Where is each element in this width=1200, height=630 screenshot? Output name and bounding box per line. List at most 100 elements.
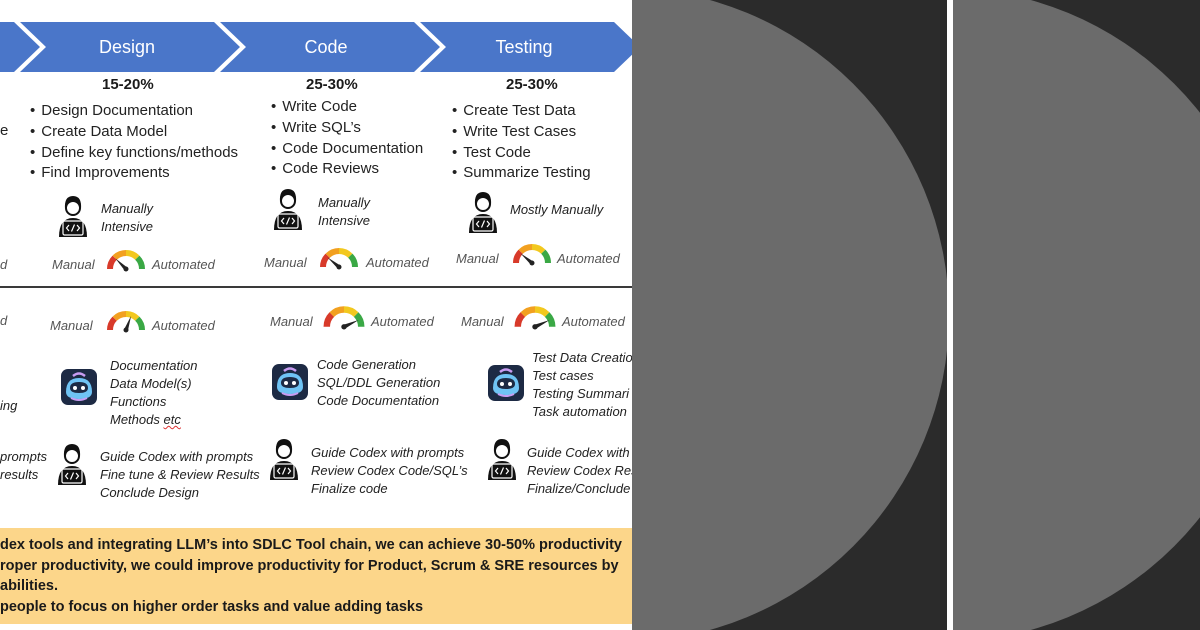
gauge-manual-label: Manual xyxy=(50,318,93,333)
developer-icon xyxy=(58,444,86,485)
list-item: Write Code xyxy=(271,97,423,118)
code-effort-text: Manually Intensive xyxy=(318,194,370,230)
percent-design: 15-20% xyxy=(102,76,154,93)
code-bullets: Write Code Write SQL’s Code Documentatio… xyxy=(271,97,423,180)
gauge-icon xyxy=(320,248,358,270)
testing-bullets: Create Test Data Write Test Cases Test C… xyxy=(452,101,591,184)
tool-item: Data Model(s) xyxy=(110,376,192,391)
design-bullets: Design Documentation Create Data Model D… xyxy=(30,101,238,184)
code-tool-list: Code Generation SQL/DDL Generation Code … xyxy=(317,356,440,410)
banner-line: roper productivity, we could improve pro… xyxy=(0,558,619,574)
gauge-automated-label: Automated xyxy=(152,318,215,333)
decorative-circle-left xyxy=(632,0,949,630)
guide-item: Guide Codex with xyxy=(527,445,630,460)
gauge-icon xyxy=(323,306,365,330)
partial-gauge-label-2: d xyxy=(0,313,8,328)
testing-effort-text: Mostly Manually xyxy=(510,202,604,217)
phase-label-testing: Testing xyxy=(495,37,552,57)
partial-tool-text: ing xyxy=(0,398,18,413)
list-item: Write Test Cases xyxy=(452,122,591,143)
design-guide-list: Guide Codex with prompts Fine tune & Rev… xyxy=(100,448,260,502)
guide-item: Fine tune & Review Results xyxy=(100,467,260,482)
effort-line: Manually xyxy=(101,201,154,216)
banner-line: people to focus on higher order tasks an… xyxy=(0,599,424,615)
effort-line: Intensive xyxy=(101,219,154,234)
list-item: Code Documentation xyxy=(271,139,423,160)
gauge-manual-label: Manual xyxy=(270,314,313,329)
summary-banner: dex tools and integrating LLM’s into SDL… xyxy=(0,528,632,624)
phase-arrows: Design Code Testing xyxy=(0,22,632,72)
gauge-icon xyxy=(107,250,145,272)
tool-item-word: Methods xyxy=(110,412,160,427)
slide: Design Code Testing 15-20% 25-30% 25-30%… xyxy=(0,0,632,630)
guide-item: Finalize code xyxy=(311,481,388,496)
guide-item: Conclude Design xyxy=(100,485,200,500)
list-item: Test Code xyxy=(452,143,591,164)
effort-line: Manually xyxy=(318,195,371,210)
gauge-icon xyxy=(107,311,145,333)
partial-gauge-label-1: d xyxy=(0,257,8,272)
percent-code: 25-30% xyxy=(306,76,358,93)
guide-item: Finalize/Conclude xyxy=(527,481,631,496)
phase-arrow-partial xyxy=(0,22,40,72)
ai-assistant-icon xyxy=(272,364,308,400)
section-divider xyxy=(0,286,632,288)
list-item: Summarize Testing xyxy=(452,163,590,184)
phase-arrow-code xyxy=(220,22,440,72)
phase-label-design: Design xyxy=(99,37,155,57)
developer-icon xyxy=(274,189,302,230)
tool-item: Test cases xyxy=(532,368,594,383)
gauge-automated-label: Automated xyxy=(557,251,620,266)
tool-item: Functions xyxy=(110,394,167,409)
percent-testing: 25-30% xyxy=(506,76,558,93)
decorative-panels xyxy=(632,0,1200,630)
gauge-manual-label: Manual xyxy=(52,257,95,272)
phase-arrow-design xyxy=(20,22,240,72)
gauge-manual-label: Manual xyxy=(264,255,307,270)
tool-item: Documentation xyxy=(110,358,198,373)
developer-icon xyxy=(270,439,298,480)
tool-item: Testing Summari xyxy=(532,386,630,401)
gauge-icon xyxy=(513,244,551,266)
testing-tool-list: Test Data Creatio Test cases Testing Sum… xyxy=(532,349,632,421)
guide-item: Review Codex Res xyxy=(527,463,632,478)
testing-guide-list: Guide Codex with Review Codex Res Finali… xyxy=(527,444,632,498)
list-item: Design Documentation xyxy=(30,101,238,122)
phase-arrow-testing xyxy=(420,22,632,72)
gauge-automated-label: Automated xyxy=(562,314,625,329)
guide-item: Guide Codex with prompts xyxy=(100,449,254,464)
partial-guide-text-2: results xyxy=(0,467,39,482)
gauge-icon xyxy=(514,306,556,330)
gauge-manual-label: Manual xyxy=(461,314,504,329)
tool-item: Code Documentation xyxy=(317,393,440,408)
ai-assistant-icon xyxy=(61,369,97,405)
gauge-automated-label: Automated xyxy=(366,255,429,270)
list-item: Create Data Model xyxy=(30,122,238,143)
list-item: Create Test Data xyxy=(452,101,591,122)
tool-item: Task automation xyxy=(532,404,627,419)
tool-item: Test Data Creatio xyxy=(532,350,632,365)
design-tool-list: Documentation Data Model(s) Functions Me… xyxy=(110,357,197,429)
tool-item: Methods etc xyxy=(110,411,197,429)
partial-guide-text-1: prompts xyxy=(0,449,47,464)
list-item: Find Improvements xyxy=(30,163,238,184)
code-guide-list: Guide Codex with prompts Review Codex Co… xyxy=(311,444,468,498)
design-effort-text: Manually Intensive xyxy=(101,200,153,236)
gauge-manual-label: Manual xyxy=(456,251,499,266)
effort-line: Intensive xyxy=(318,213,371,228)
tool-item: Code Generation xyxy=(317,357,417,372)
guide-item: Guide Codex with prompts xyxy=(311,445,465,460)
phase-label-code: Code xyxy=(304,37,347,57)
banner-line: abilities. xyxy=(0,578,59,594)
list-item: Code Reviews xyxy=(271,159,423,180)
gauge-automated-label: Automated xyxy=(152,257,215,272)
decorative-circle-right xyxy=(953,0,1200,630)
tool-item: SQL/DDL Generation xyxy=(317,375,441,390)
guide-item: Review Codex Code/SQL’s xyxy=(311,463,468,478)
ai-assistant-icon xyxy=(488,365,524,401)
developer-icon xyxy=(488,439,516,480)
gauge-automated-label: Automated xyxy=(371,314,434,329)
developer-icon xyxy=(59,196,87,237)
spellcheck-word: etc xyxy=(163,412,181,427)
list-item: Write SQL’s xyxy=(271,118,423,139)
